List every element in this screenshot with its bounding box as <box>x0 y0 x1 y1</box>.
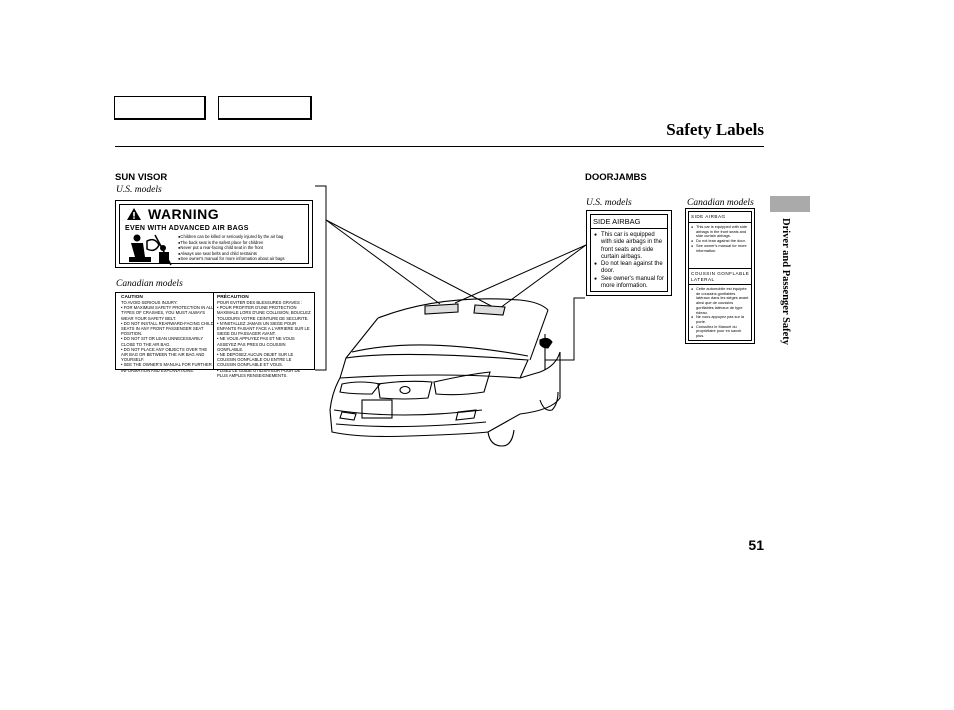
list-item: Always use seat belts and child restrain… <box>178 251 306 257</box>
list-item: Cette automobile est équipée de coussins… <box>691 286 750 315</box>
title-rule <box>115 146 764 147</box>
warning-items: Children can be killed or seriously inju… <box>178 234 306 262</box>
side-airbag-title: SIDE AIRBAG <box>593 217 641 226</box>
caution-label-canadian: CAUTION TO AVOID SERIOUS INJURY: • FOR M… <box>115 292 315 378</box>
list-item: • POUR PROFITER D'UNE PROTECTION MAXIMAL… <box>217 305 311 321</box>
nav-button-next[interactable] <box>218 96 312 120</box>
precaution-intro: POUR EVITER DES BLESSURES GRAVES : <box>217 300 303 305</box>
doorjambs-us-label: U.S. models <box>586 198 632 208</box>
list-item: Children can be killed or seriously inju… <box>178 234 306 240</box>
airbag-child-pictogram-icon <box>129 234 172 266</box>
doorjamb-bracket <box>545 297 585 361</box>
page-title: Safety Labels <box>666 120 764 139</box>
list-item: Consultez le Manuel du propriétaire pour… <box>691 324 750 339</box>
list-item: • SEE THE OWNER'S MANUAL FOR FURTHER INF… <box>121 362 212 373</box>
label-rule <box>591 228 667 229</box>
sun-visor-canadian-label: Canadian models <box>116 279 183 289</box>
warning-subtitle: EVEN WITH ADVANCED AIR BAGS <box>125 225 249 232</box>
list-item: Do not lean against the door. <box>594 261 665 276</box>
sun-visor-us-label: U.S. models <box>116 185 162 195</box>
leader-line <box>499 244 587 309</box>
list-item: • NE DEPOSEZ AUCUN OBJET SUR LE COUSSIN … <box>217 352 294 368</box>
doorjambs-heading: DOORJAMBS <box>585 172 647 183</box>
sun-visor-heading: SUN VISOR <box>115 172 168 183</box>
side-airbag-label-us: SIDE AIRBAG This car is equipped with si… <box>586 210 672 296</box>
page-number: 51 <box>748 537 764 553</box>
car-body <box>329 298 561 447</box>
side-airbag-items: This car is equipped with side airbags i… <box>594 232 665 290</box>
list-item: See owner's manual for more information. <box>691 243 750 253</box>
nav-button-previous[interactable] <box>114 96 206 120</box>
side-airbag-label-canadian: SIDE AIRBAG This car is equipped with si… <box>685 208 755 344</box>
warning-triangle-icon <box>127 208 141 220</box>
side-airbag-items-fr: Cette automobile est équipée de coussins… <box>691 286 750 339</box>
section-tab-marker <box>770 196 810 212</box>
list-item: This car is equipped with side airbags i… <box>691 224 750 239</box>
doorjambs-canadian-label: Canadian models <box>687 198 754 208</box>
list-item: See owner's manual for more information. <box>594 276 665 291</box>
list-item: Ne vous appuyez pas sur la porte. <box>691 314 750 324</box>
label-rule <box>689 222 751 223</box>
list-item: • FOR MAXIMUM SAFETY PROTECTION IN ALL T… <box>121 305 214 321</box>
caution-title: CAUTION <box>121 295 143 300</box>
leader-line <box>325 219 441 305</box>
precaution-title: PRÉCAUTION <box>217 295 249 300</box>
list-item: Do not lean against the door. <box>691 238 750 244</box>
list-item: • DO NOT INSTALL REARWARD-FACING CHILD S… <box>121 320 214 337</box>
list-item: • LISEZ LE GUIDE UTILISATEUR POUR DE PLU… <box>217 367 301 378</box>
label-rule <box>689 284 751 285</box>
precaution-column: PRÉCAUTION POUR EVITER DES BLESSURES GRA… <box>217 295 311 378</box>
warning-title: WARNING <box>148 206 220 222</box>
side-airbag-items-en: This car is equipped with side airbags i… <box>691 224 750 253</box>
label-rule <box>689 268 751 269</box>
side-airbag-title-en: SIDE AIRBAG <box>691 214 726 219</box>
caution-column: CAUTION TO AVOID SERIOUS INJURY: • FOR M… <box>121 295 215 373</box>
list-item: • NE VOUS APPUYEZ PAS ET NE VOUS ASSEYEZ… <box>217 336 295 352</box>
caution-intro: TO AVOID SERIOUS INJURY: <box>121 300 178 305</box>
list-item: See owner's manual for more information … <box>178 256 306 262</box>
leader-line <box>325 219 498 310</box>
warning-label: WARNING EVEN WITH ADVANCED AIR BAGS Chil… <box>115 200 313 268</box>
sun-visor-bracket <box>315 185 327 371</box>
side-airbag-title-fr: COUSSIN GONFLABLE LATERAL <box>691 271 750 282</box>
list-item: The back seat is the safest place for ch… <box>178 240 306 246</box>
list-item: • DO NOT PLACE ANY OBJECTS OVER THE AIR … <box>121 346 208 363</box>
list-item: • DO NOT SIT OR LEAN UNNECESSARILY CLOSE… <box>121 336 204 347</box>
leader-line <box>454 244 587 304</box>
list-item: • N'INSTALLEZ JAMAIS UN SIEGE POUR ENFAN… <box>217 320 310 337</box>
list-item: This car is equipped with side airbags i… <box>594 232 665 261</box>
list-item: Never put a rear-facing child seat in th… <box>178 245 306 251</box>
column-divider <box>213 293 214 369</box>
